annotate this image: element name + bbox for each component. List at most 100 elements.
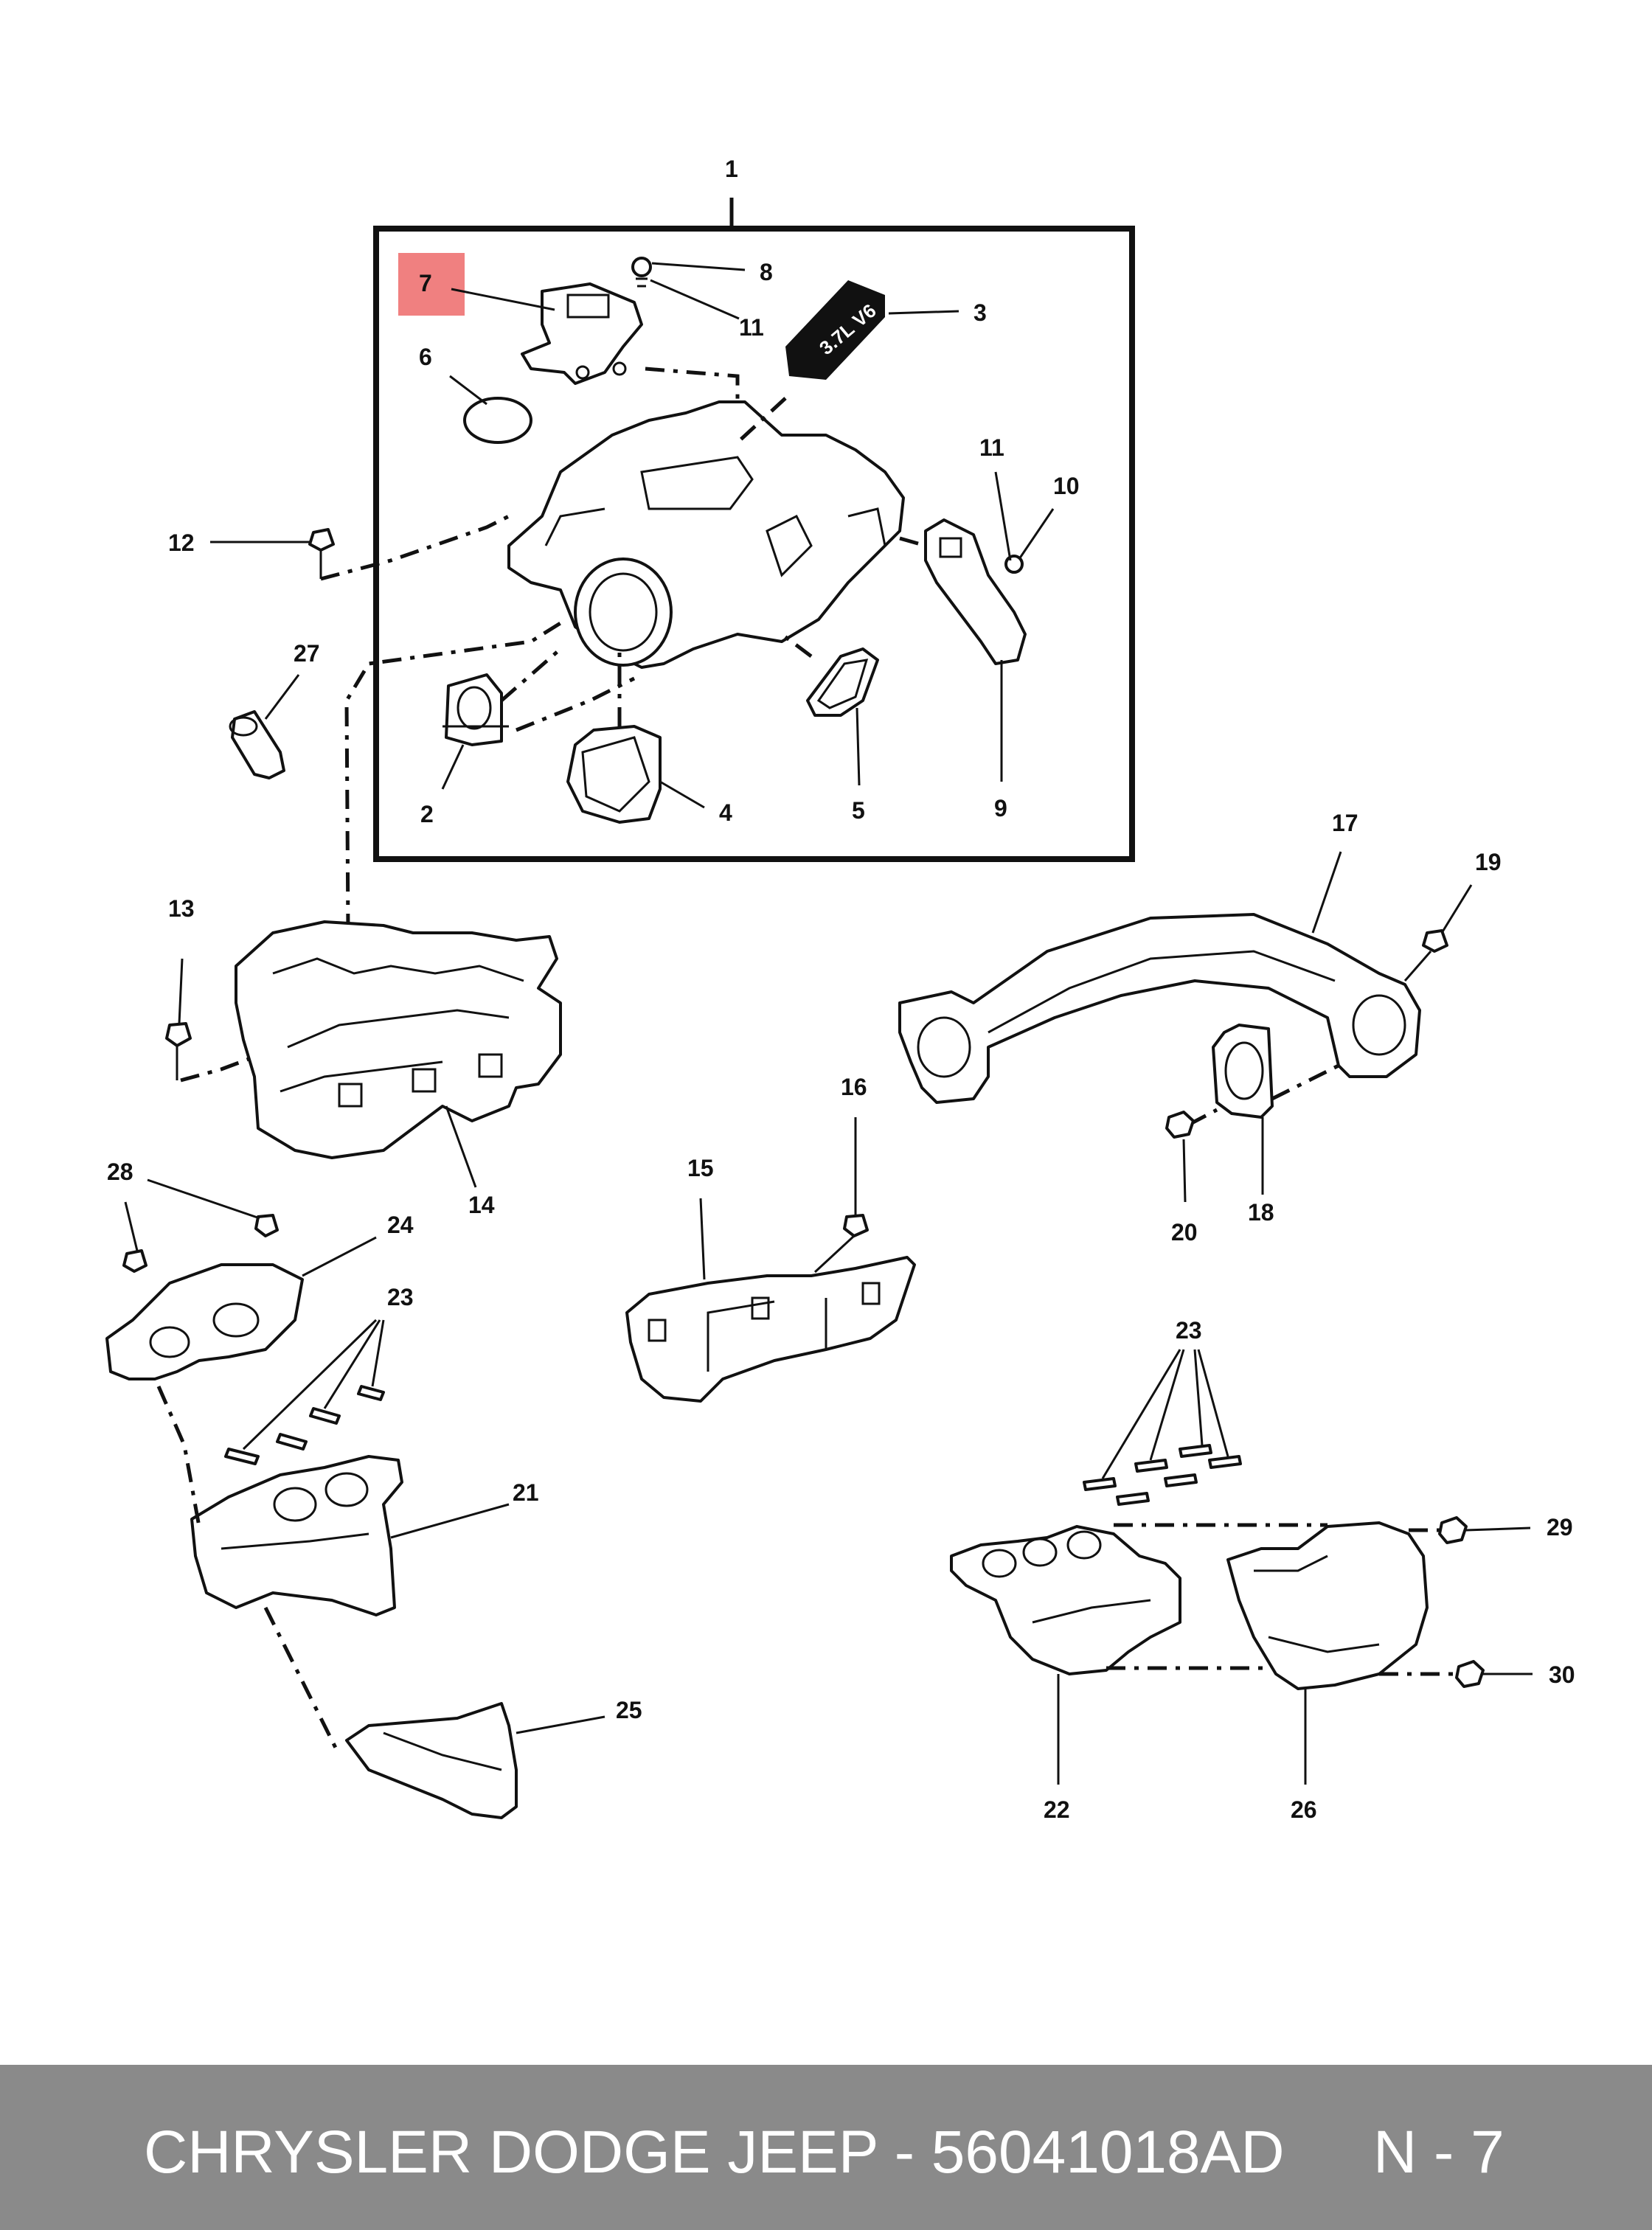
callout-7: 7 [419, 270, 432, 296]
callout-12: 12 [168, 529, 195, 556]
leader-23a-2 [323, 1319, 381, 1409]
callout-28: 28 [107, 1159, 133, 1185]
callout-1: 1 [725, 156, 738, 182]
part-27-fitting[interactable] [229, 710, 285, 779]
dash-12 [320, 514, 510, 581]
dash-2 [500, 647, 562, 702]
leader-23a-3 [242, 1319, 378, 1451]
leader-23b-1 [1101, 1349, 1181, 1479]
leader-10 [1018, 508, 1055, 560]
part-23-studs-right[interactable] [1083, 1444, 1242, 1506]
callout-26: 26 [1291, 1796, 1317, 1823]
assembly-box [373, 226, 1135, 862]
leader-2 [441, 744, 465, 790]
leader-29 [1465, 1526, 1531, 1532]
leader-23b-4 [1197, 1349, 1229, 1457]
footer-bar: CHRYSLER DODGE JEEP - 56041018AD N - 7 [0, 2065, 1652, 2230]
part-21-exhaust-manifold-left[interactable] [190, 1455, 403, 1616]
part-20-nut[interactable] [1165, 1111, 1195, 1139]
callout-4: 4 [719, 799, 732, 826]
callout-16: 16 [841, 1074, 867, 1100]
callout-13: 13 [168, 895, 195, 922]
part-26-heat-shield[interactable] [1226, 1521, 1429, 1690]
leader-21 [390, 1503, 510, 1539]
part-22-exhaust-manifold-right[interactable] [950, 1525, 1181, 1675]
callout-9: 9 [994, 795, 1007, 822]
leader-19b [1403, 951, 1432, 982]
part-13-bolt[interactable] [165, 1022, 192, 1080]
leader-4 [659, 780, 705, 809]
part-12-bolt[interactable] [308, 528, 335, 579]
dash-18 [1271, 1063, 1340, 1101]
leader-20 [1182, 1139, 1187, 1203]
leader-27 [264, 674, 300, 720]
leader-28b [147, 1178, 260, 1220]
part-15-heat-shield[interactable] [625, 1256, 916, 1403]
leader-14 [445, 1105, 477, 1188]
callout-21: 21 [513, 1479, 539, 1506]
part-17-crossover-tube[interactable] [898, 913, 1421, 1104]
leader-3 [888, 310, 959, 315]
callout-25: 25 [616, 1697, 642, 1723]
part-28-bolt-b[interactable] [254, 1214, 279, 1237]
dash-5 [780, 633, 813, 658]
parts-diagram: 3.7L V6 [105, 156, 1575, 1823]
leader-23b-2 [1149, 1349, 1185, 1461]
highlight-part-7 [398, 253, 465, 316]
leader-6 [449, 375, 487, 406]
callout-15: 15 [687, 1155, 714, 1181]
part-18-gasket[interactable] [1212, 1024, 1274, 1119]
dash-left-vert2 [263, 1606, 341, 1757]
callout-10: 10 [1053, 473, 1080, 499]
part-3-engine-badge[interactable]: 3.7L V6 [785, 280, 885, 380]
part-7-map-sensor[interactable] [521, 282, 643, 385]
part-29-nut[interactable] [1438, 1516, 1468, 1544]
part-19-bolt[interactable] [1422, 929, 1448, 953]
part-23-studs-left[interactable] [224, 1385, 385, 1465]
leader-24 [302, 1236, 377, 1277]
callout-30: 30 [1549, 1661, 1575, 1688]
part-25-heat-shield[interactable] [345, 1702, 518, 1819]
leader-11b [994, 471, 1012, 561]
callout-8: 8 [760, 259, 773, 285]
part-1-upper-intake-manifold[interactable] [507, 400, 905, 669]
part-16-bolt[interactable] [843, 1214, 869, 1237]
callout-11b: 11 [979, 434, 1004, 461]
dash-9 [899, 536, 926, 548]
footer-part-title: CHRYSLER DODGE JEEP - 56041018AD [144, 2119, 1285, 2186]
dash-left-vert [156, 1385, 201, 1527]
part-14-lower-intake-manifold[interactable] [235, 920, 562, 1159]
part-28-bolt-a[interactable] [122, 1249, 148, 1273]
callout-5: 5 [852, 797, 865, 824]
part-30-nut[interactable] [1455, 1660, 1485, 1688]
leader-13 [178, 958, 184, 1024]
callout-2: 2 [420, 801, 434, 827]
part-6-plug[interactable] [463, 397, 532, 444]
callout-14: 14 [468, 1192, 495, 1218]
dash-3 [736, 397, 787, 444]
part-5-seal[interactable] [806, 647, 879, 717]
callout-22: 22 [1044, 1796, 1070, 1823]
leader-23b-3 [1193, 1349, 1204, 1446]
callout-11a: 11 [739, 314, 764, 341]
callout-17: 17 [1332, 810, 1358, 836]
leader-25 [516, 1715, 605, 1734]
part-2-throttle-adapter[interactable] [442, 673, 509, 746]
leader-15 [699, 1198, 706, 1280]
leader-16b [813, 1234, 856, 1274]
leader-23a-1 [371, 1319, 385, 1387]
leader-11a [650, 279, 740, 320]
callout-18: 18 [1248, 1199, 1274, 1226]
callout-20: 20 [1171, 1219, 1198, 1246]
callout-24: 24 [387, 1212, 414, 1238]
part-9-bracket[interactable] [924, 518, 1027, 665]
leader-7 [451, 288, 555, 311]
callout-6: 6 [419, 344, 432, 370]
leader-5 [856, 707, 861, 786]
callout-23b: 23 [1176, 1317, 1202, 1344]
part-8-screw[interactable] [631, 257, 652, 288]
callout-3: 3 [974, 299, 987, 326]
callout-27: 27 [294, 640, 320, 667]
leader-8 [651, 262, 746, 271]
part-24-heat-shield[interactable] [105, 1263, 304, 1380]
